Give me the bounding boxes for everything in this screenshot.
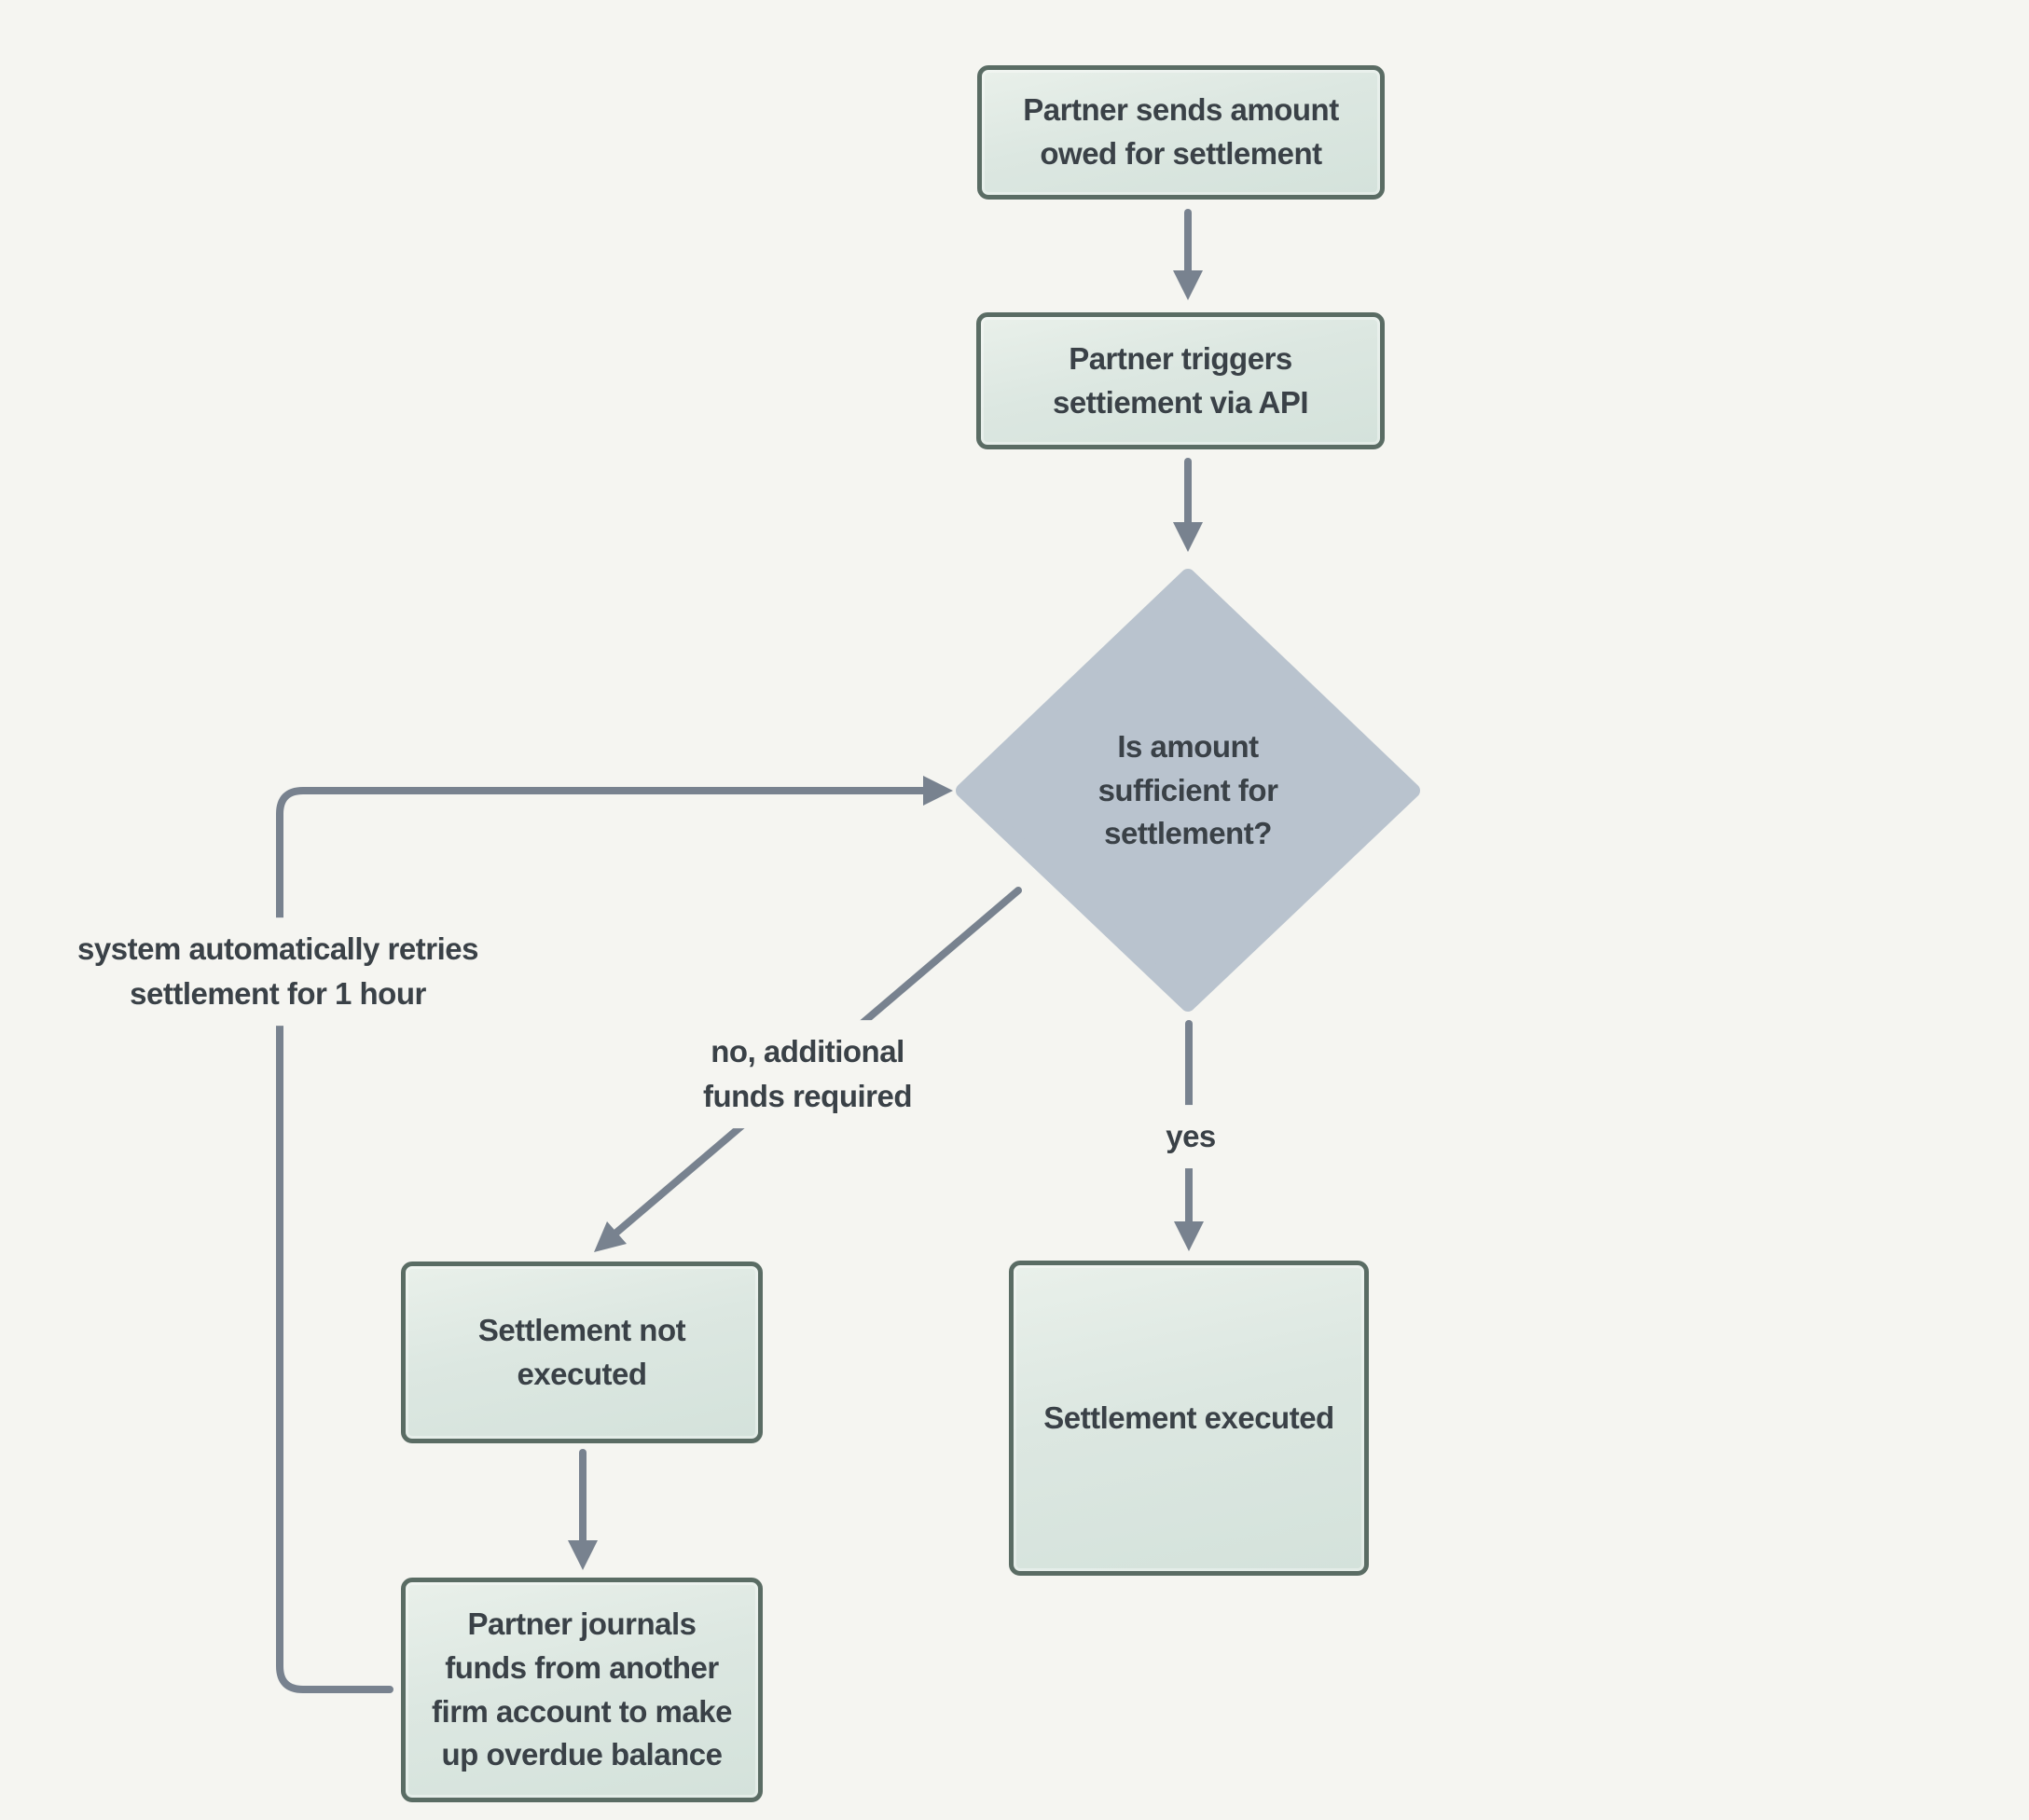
arrowhead-down-icon [568,1540,598,1570]
node-settlement-not-executed: Settlement not executed [401,1262,763,1443]
node-partner-journals: Partner journals funds from another firm… [401,1578,763,1802]
arrowhead-down-icon [1173,522,1203,552]
edge-label-yes: yes [1149,1105,1233,1168]
node-settlement-executed: Settlement executed [1009,1261,1369,1576]
edge-label-retry: system automatically retries settlement … [61,917,495,1026]
arrowhead-down-icon [1173,270,1203,300]
arrow-notexecuted-to-journals [568,1449,598,1570]
arrow-trigger-to-decision [1173,458,1203,552]
edge-label-no: no, additional funds required [685,1020,930,1128]
arrow-send-to-trigger [1173,209,1203,300]
node-trigger-api: Partner triggers settiement via API [976,312,1385,449]
arrowhead-diagonal-icon [594,1221,627,1252]
arrowhead-right-icon [923,776,953,806]
node-send-amount: Partner sends amount owed for settlement [977,65,1385,200]
arrowhead-down-icon [1174,1221,1204,1251]
node-decision-sufficient: Is amount sufficient for settlement? [1097,728,1278,851]
arrow-retry-loop [276,776,953,1693]
decision-diamond-shape [956,569,1420,1012]
